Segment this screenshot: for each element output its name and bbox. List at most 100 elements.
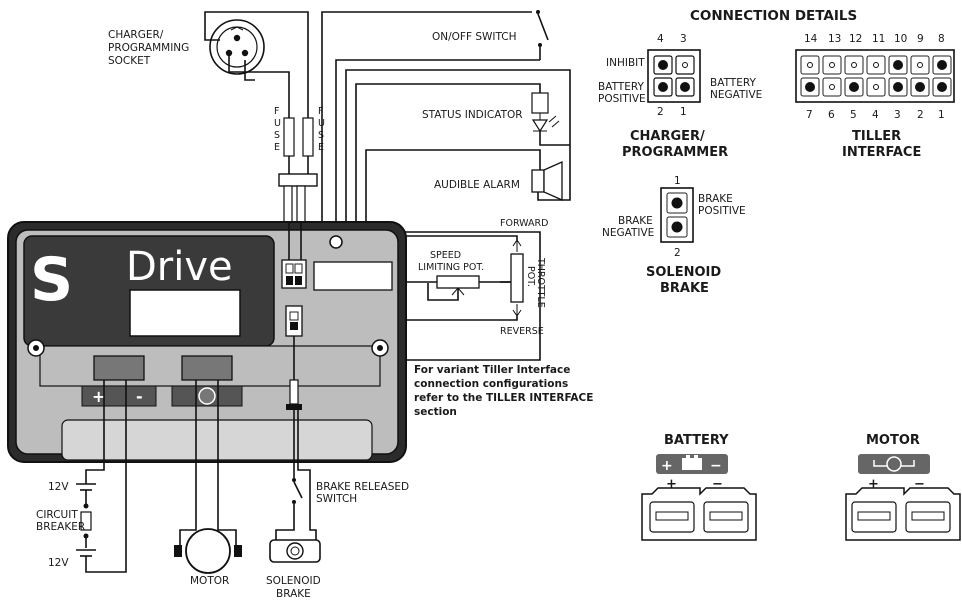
circuit-breaker xyxy=(80,503,92,548)
throttle-pot xyxy=(371,235,524,321)
charger-socket xyxy=(209,19,265,75)
tiller-pin-numbers-top: 14 13 12 11 10 9 8 xyxy=(804,33,945,45)
on-off-switch xyxy=(536,10,549,60)
brand-drive: Drive xyxy=(126,244,233,290)
brake-positive-1: BRAKE xyxy=(698,193,733,205)
svg-text:10: 10 xyxy=(894,33,907,45)
voltage-bottom: 12V xyxy=(48,557,69,569)
battery-plug-title: BATTERY xyxy=(664,433,729,448)
fuse-left xyxy=(283,117,295,157)
note-line-2: connection configurations xyxy=(414,378,568,390)
svg-text:9: 9 xyxy=(917,33,924,45)
svg-text:8: 8 xyxy=(938,33,945,45)
note-line-3: refer to the TILLER INTERFACE xyxy=(414,392,593,404)
motor-label: MOTOR xyxy=(190,575,229,587)
battery-minus: − xyxy=(712,477,723,492)
battery-plug xyxy=(641,454,757,541)
fuse-label-left-1: F xyxy=(274,106,279,117)
battery-bottom-cell xyxy=(76,549,96,557)
svg-text:12: 12 xyxy=(849,33,862,45)
forward-label: FORWARD xyxy=(500,218,548,229)
brake-switch-label-1: BRAKE RELEASED xyxy=(316,481,409,493)
brake-negative-2: NEGATIVE xyxy=(602,227,654,239)
charger-programmer-title-1: CHARGER/ xyxy=(630,129,705,144)
svg-text:S: S xyxy=(274,130,280,141)
charger-battery-positive-2: POSITIVE xyxy=(598,93,646,105)
reverse-label: REVERSE xyxy=(500,326,544,337)
speed-pot-label-1: SPEED xyxy=(430,250,461,261)
status-indicator-led xyxy=(531,92,570,146)
charger-pin-1: 1 xyxy=(680,106,687,118)
solenoid-connector-on-body xyxy=(285,305,303,337)
svg-text:5: 5 xyxy=(850,109,857,121)
charger-battery-positive-1: BATTERY xyxy=(598,81,644,93)
note-line-1: For variant Tiller Interface xyxy=(414,364,570,376)
brake-positive-2: POSITIVE xyxy=(698,205,746,217)
audible-alarm-label: AUDIBLE ALARM xyxy=(434,179,520,191)
motor-plug-title: MOTOR xyxy=(866,433,920,448)
tiller-interface-connector xyxy=(795,49,955,103)
charger-socket-label-2: PROGRAMMING xyxy=(108,42,189,54)
charger-programmer-title-2: PROGRAMMER xyxy=(622,145,728,160)
on-off-switch-label: ON/OFF SWITCH xyxy=(432,31,517,43)
tiller-pin-numbers-bottom: 7 6 5 4 3 2 1 xyxy=(806,109,945,121)
charger-battery-negative-1: BATTERY xyxy=(710,77,756,89)
svg-text:4: 4 xyxy=(872,109,879,121)
battery-top-cell xyxy=(76,483,96,504)
brand-s: S xyxy=(30,245,73,315)
throttle-pot-label-2: POT. xyxy=(525,266,536,287)
battery-connector-on-body xyxy=(81,355,157,407)
battery-plug-minus-icon: − xyxy=(710,458,722,474)
charger-socket-label-3: SOCKET xyxy=(108,55,151,67)
svg-text:11: 11 xyxy=(872,33,885,45)
battery-plus: + xyxy=(666,477,677,492)
svg-text:U: U xyxy=(274,118,281,129)
motor-plug xyxy=(845,454,961,541)
solenoid-pin-1: 1 xyxy=(674,175,681,187)
motor-connector-on-body xyxy=(171,355,243,407)
inhibit-label: INHIBIT xyxy=(606,57,645,69)
svg-text:E: E xyxy=(318,142,324,153)
connection-details-title: CONNECTION DETAILS xyxy=(690,8,857,24)
solenoid-pin-2: 2 xyxy=(674,247,681,259)
tiller-connector-on-body xyxy=(313,261,393,291)
charger-pin-2: 2 xyxy=(657,106,664,118)
charger-plug xyxy=(278,173,318,223)
circuit-breaker-label-2: BREAKER xyxy=(36,521,85,533)
solenoid-plug xyxy=(286,336,302,410)
solenoid-brake-symbol xyxy=(269,539,321,563)
fuse-right xyxy=(302,117,314,157)
svg-text:E: E xyxy=(274,142,280,153)
svg-text:7: 7 xyxy=(806,109,813,121)
note-line-4: section xyxy=(414,406,457,418)
charger-connector-on-body xyxy=(281,259,307,289)
body-plus-sign: + xyxy=(92,387,105,406)
motor-minus: − xyxy=(914,477,925,492)
brake-negative-1: BRAKE xyxy=(618,215,653,227)
motor-plus: + xyxy=(868,477,879,492)
svg-text:1: 1 xyxy=(938,109,945,121)
svg-text:S: S xyxy=(318,130,324,141)
brake-switch-label-2: SWITCH xyxy=(316,493,357,505)
motor-symbol xyxy=(174,528,242,574)
svg-text:6: 6 xyxy=(828,109,835,121)
battery-plug-plus-icon: + xyxy=(661,458,673,474)
charger-pin-3: 3 xyxy=(680,33,687,45)
audible-alarm xyxy=(531,145,571,202)
solenoid-brake-title-2: BRAKE xyxy=(660,281,709,296)
charger-pin-4: 4 xyxy=(657,33,664,45)
circuit-breaker-label-1: CIRCUIT xyxy=(36,509,78,521)
svg-text:13: 13 xyxy=(828,33,841,45)
status-indicator-label: STATUS INDICATOR xyxy=(422,109,523,121)
throttle-pot-label-1: THROTTLE xyxy=(535,257,546,308)
voltage-top: 12V xyxy=(48,481,69,493)
speed-pot-label-2: LIMITING POT. xyxy=(418,262,484,273)
brake-released-switch xyxy=(275,478,303,545)
solenoid-brake-connector xyxy=(660,187,694,243)
svg-text:3: 3 xyxy=(894,109,901,121)
charger-socket-label-1: CHARGER/ xyxy=(108,29,164,41)
solenoid-brake-label-2: BRAKE xyxy=(276,588,311,600)
svg-text:14: 14 xyxy=(804,33,818,45)
solenoid-brake-label-1: SOLENOID xyxy=(266,575,321,587)
